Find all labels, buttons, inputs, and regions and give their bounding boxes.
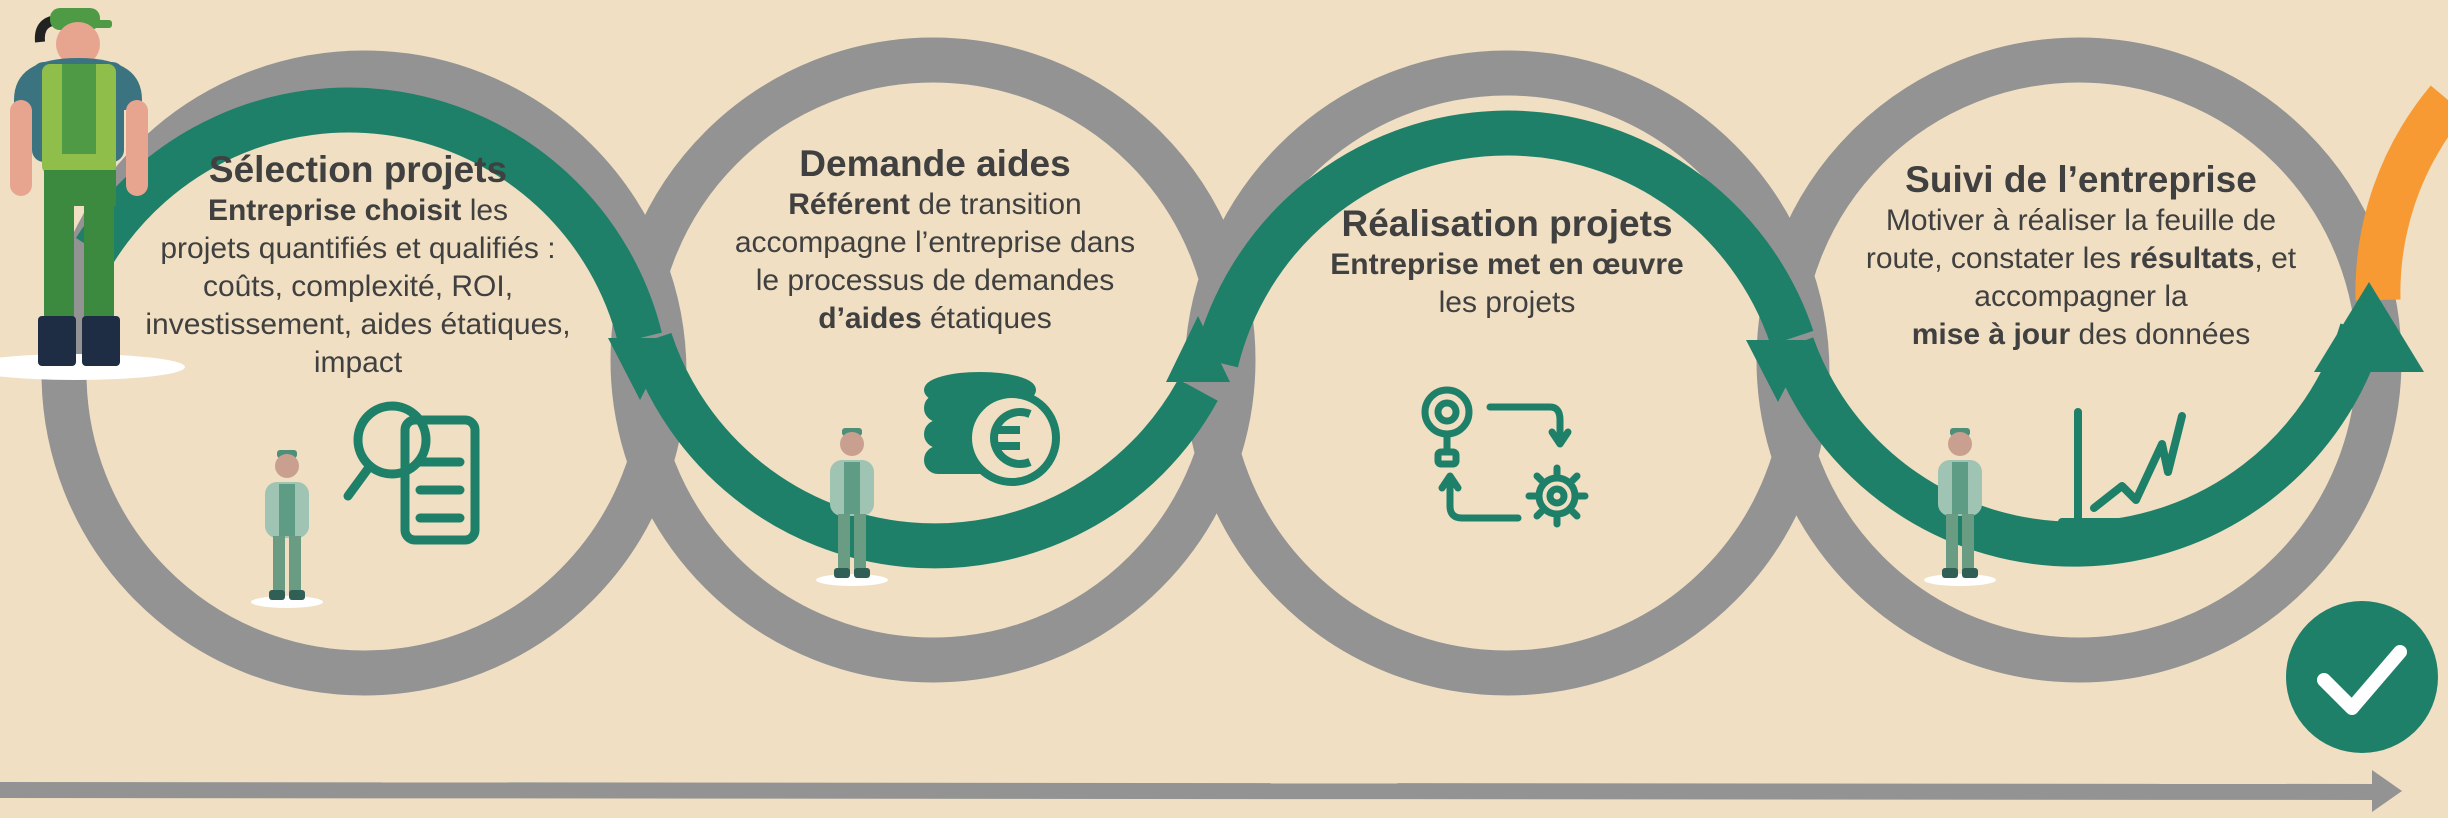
arrowhead-down-3 [1746, 340, 1810, 402]
plain-text: Motiver à réaliser la feuille de [1885, 204, 2277, 237]
step-description-line: mise à jour des données [1836, 316, 2326, 354]
orange-arc [2355, 85, 2448, 301]
growth-chart-icon [2058, 408, 2194, 540]
emphasis-text: Entreprise met en œuvre [1330, 248, 1684, 281]
plain-text: accompagner la [1974, 280, 2188, 313]
step-title: Suivi de l’entreprise [1905, 159, 2257, 200]
magnifier-document-icon [343, 401, 480, 545]
plain-text: le processus de demandes [755, 264, 1115, 297]
loop-ring-3 [1184, 50, 1830, 696]
plain-text: de transition [909, 188, 1082, 221]
green-arc-3 [1194, 110, 1814, 368]
arrowhead-up-2 [1166, 316, 1230, 382]
step-description-line: Entreprise met en œuvre [1262, 246, 1752, 284]
emphasis-text: mise à jour [1911, 318, 2071, 351]
step-description-line: accompagner la [1836, 278, 2326, 316]
step-description-line: accompagne l’entreprise dans [690, 224, 1180, 262]
plain-text: impact [313, 346, 403, 379]
plain-text: coûts, complexité, ROI, [202, 270, 514, 303]
idea-to-gear-icon [1421, 386, 1589, 528]
worker-character-icon [0, 8, 185, 380]
step-description-line: coûts, complexité, ROI, [118, 268, 598, 306]
arrowhead-up-4 [2314, 282, 2424, 372]
emphasis-text: d’aides [818, 302, 922, 335]
green-arc-2 [628, 332, 1218, 569]
mini-worker-icon-1 [251, 450, 323, 608]
plain-text: des données [2070, 318, 2251, 351]
plain-text: projets quantifiés et qualifiés : [160, 232, 556, 265]
plain-text: étatiques [921, 302, 1052, 335]
step-description-line: Référent de transition [690, 186, 1180, 224]
step-description-line: route, constater les résultats, et [1836, 240, 2326, 278]
plain-text: , et [2254, 242, 2297, 275]
step-description-line: Motiver à réaliser la feuille de [1836, 202, 2326, 240]
step-description-line: les projets [1262, 284, 1752, 322]
step-title: Réalisation projets [1341, 203, 1673, 244]
checkmark-icon [2286, 601, 2438, 753]
step-description: Entreprise met en œuvre les projets [1262, 246, 1752, 322]
timeline-arrow-icon [0, 770, 2402, 812]
plain-text: accompagne l’entreprise dans [734, 226, 1136, 259]
plain-text: les projets [1438, 286, 1576, 319]
step-description-line: le processus de demandes [690, 262, 1180, 300]
step-title: Demande aides [799, 143, 1071, 184]
step-suivi-entreprise: Suivi de l’entreprise Motiver à réaliser… [1836, 158, 2326, 354]
green-arc-1 [75, 87, 662, 344]
step-description-line: Entreprise choisit les [118, 192, 598, 230]
step-title: Sélection projets [208, 149, 508, 190]
green-arc-4 [1770, 323, 2384, 567]
emphasis-text: Entreprise choisit [207, 194, 462, 227]
emphasis-text: résultats [2129, 242, 2255, 275]
step-selection-projets: Sélection projets Entreprise choisit les… [118, 148, 598, 382]
loop-ring-4 [1756, 37, 2402, 683]
step-realisation-projets: Réalisation projets Entreprise met en œu… [1262, 202, 1752, 322]
euro-coins-icon [924, 372, 1060, 486]
plain-text: investissement, aides étatiques, [145, 308, 571, 341]
step-description-line: d’aides étatiques [690, 300, 1180, 338]
step-description-line: investissement, aides étatiques, [118, 306, 598, 344]
step-description-line: projets quantifiés et qualifiés : [118, 230, 598, 268]
plain-text: les [461, 194, 509, 227]
plain-text: route, constater les [1865, 242, 2130, 275]
emphasis-text: Référent [788, 188, 910, 221]
step-description-line: impact [118, 344, 598, 382]
arrowhead-down-1 [608, 338, 672, 400]
